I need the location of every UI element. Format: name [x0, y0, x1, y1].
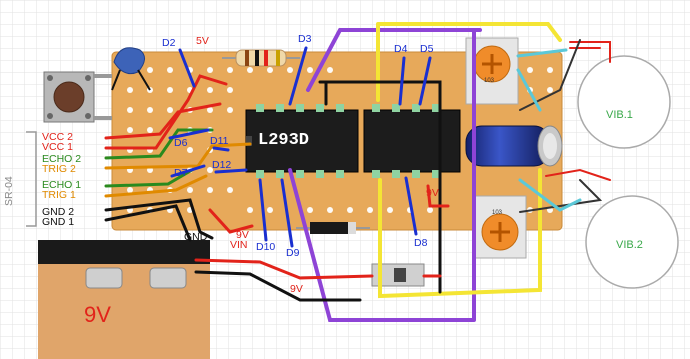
resistor [222, 49, 300, 67]
second-chip [363, 104, 461, 178]
label-d9: D9 [286, 247, 300, 259]
label-d10: D10 [256, 241, 275, 253]
label-vin: VIN [230, 239, 248, 251]
label-d12: D12 [212, 159, 231, 171]
pin-vcc1: VCC 1 [42, 141, 73, 153]
sensor-bracket [26, 131, 37, 227]
pushbutton [43, 71, 112, 123]
label-9v-top: 9V [236, 229, 249, 241]
pin-gnd1: GND 1 [42, 216, 74, 228]
vibration-motor-2 [585, 195, 679, 289]
label-d2: D2 [162, 37, 176, 49]
battery-9v [38, 240, 210, 359]
svg-text:103: 103 [492, 210, 503, 216]
wires [104, 22, 611, 322]
pin-echo2: ECHO 2 [42, 153, 81, 165]
pin-gnd2: GND 2 [42, 206, 74, 218]
label-5v: 5V [196, 35, 209, 47]
diode [296, 222, 370, 234]
label-d7: D7 [174, 167, 188, 179]
label-d4: D4 [394, 43, 408, 55]
label-9v-wire: 9V [290, 283, 303, 295]
sensor-name: SR-04 [3, 176, 15, 206]
label-d3: D3 [298, 33, 312, 45]
ceramic-capacitor [111, 47, 151, 91]
vib1-label: VIB.1 [606, 109, 633, 121]
chip-label: L293D [258, 131, 309, 150]
potentiometer-bottom: 103 [473, 195, 527, 259]
electrolytic-capacitor [465, 125, 563, 167]
label-d5: D5 [420, 43, 434, 55]
label-d6: D6 [174, 137, 188, 149]
pin-trig1: TRIG 1 [42, 189, 76, 201]
vib2-label: VIB.2 [616, 239, 643, 251]
l293d-chip [245, 104, 359, 178]
battery-label: 9V [84, 302, 111, 327]
slide-switch [371, 263, 425, 287]
label-d8: D8 [414, 237, 428, 249]
pin-echo1: ECHO 1 [42, 179, 81, 191]
label-gnd: GND [184, 231, 208, 243]
pin-vcc2: VCC 2 [42, 131, 73, 143]
svg-text:103: 103 [484, 78, 495, 84]
label-pointers [168, 46, 432, 248]
vibration-motor-1 [577, 55, 671, 149]
pin-trig2: TRIG 2 [42, 163, 76, 175]
label-d11: D11 [210, 135, 229, 147]
label-9v-right: 9V [426, 187, 439, 199]
